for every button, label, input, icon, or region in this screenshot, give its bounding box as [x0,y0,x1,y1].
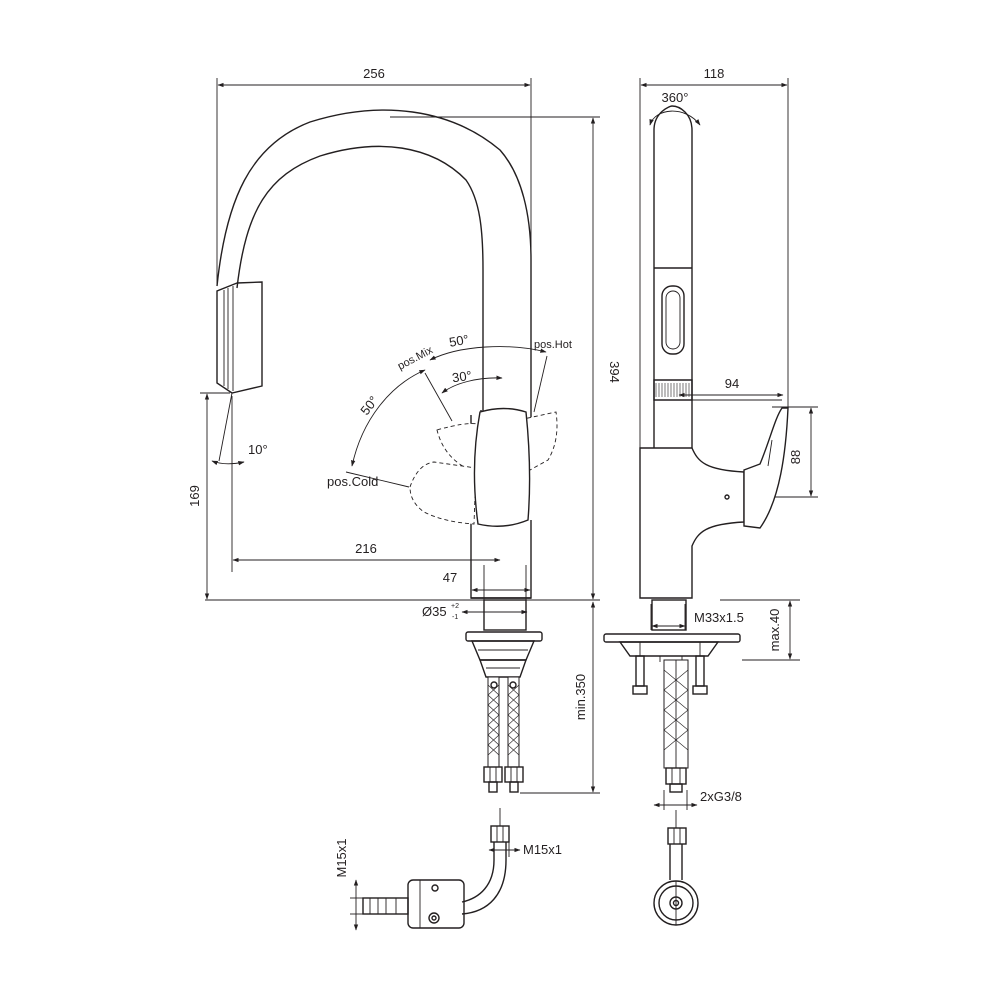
spray-head [216,281,263,394]
front-shower-hose [362,808,510,929]
rotation-360-label: 360° [662,90,689,105]
dimension-394-label: 394 [607,361,622,383]
dimension-g38-label: 2xG3/8 [700,789,742,804]
dimension-dia-35-tol-plus: +2 [451,603,459,610]
dimension-min-350-label: min.350 [573,674,588,720]
dimension-max-40-label: max.40 [767,609,782,652]
pos-cold-label: pos.Cold [327,474,378,489]
angle-30-label: 30° [451,368,473,386]
dimension-94-label: 94 [725,376,739,391]
dimension-g38: 2xG3/8 [653,789,742,808]
dimension-216-label: 216 [355,541,377,556]
angle-50-top-label: 50° [448,332,470,350]
dimension-m15-right-label: M15x1 [523,842,562,857]
dimension-m15-left: M15x1 [334,838,364,931]
side-spout [653,105,693,448]
dimension-256: 256 [217,66,531,88]
dimension-m33: M33x1.5 [651,610,744,629]
extension-lines-side [639,78,818,810]
dimension-47: 47 [443,570,531,593]
side-view: 360° 118 94 88 [603,66,818,926]
rotation-360: 360° [649,90,701,126]
angle-50-left-label: 50° [357,393,381,418]
front-mounting-assembly [465,599,543,678]
dimension-118: 118 [640,66,788,88]
dimension-169-label: 169 [187,485,202,507]
dimension-216: 216 [232,541,501,563]
side-mounting-assembly [603,599,741,695]
dimension-88: 88 [788,407,814,497]
dimension-394: 394 [590,117,622,600]
dimension-m15-left-label: M15x1 [334,838,349,877]
dimension-dia-35: Ø35 +2 -1 [422,603,528,621]
side-shower-hose [653,810,699,926]
spout [216,109,532,425]
front-view: 10° pos.Cold pos.Mix pos.Hot [187,66,622,931]
dimension-dia-35-tol-minus: -1 [452,614,458,621]
dimension-47-label: 47 [443,570,457,585]
extension-lines-front [200,78,600,794]
front-supply-hoses [483,676,524,793]
lever-ghost-cold [409,461,477,525]
dimension-max-40: max.40 [767,600,793,660]
angle-10-label: 10° [248,442,268,457]
side-supply-hoses [663,659,689,793]
dimension-88-label: 88 [788,450,803,464]
dimension-169: 169 [187,393,210,600]
dimension-94: 94 [678,376,784,398]
pos-mix-label: pos.Mix [396,344,436,373]
side-lever [743,407,789,529]
dimension-118-label: 118 [704,66,725,81]
dimension-m33-label: M33x1.5 [694,610,744,625]
dimension-dia-35-label: Ø35 [422,604,447,619]
pos-hot-label: pos.Hot [534,339,572,351]
dimension-m15-right: M15x1 [488,826,562,857]
lever-handle [473,407,531,527]
dimension-256-label: 256 [363,66,385,81]
side-body [639,447,745,599]
dimension-min-350: min.350 [573,601,596,793]
lever-angle-construction: pos.Cold pos.Mix pos.Hot 50° 50° 30° [327,332,572,489]
spray-tilt-angle: 10° [211,392,268,466]
